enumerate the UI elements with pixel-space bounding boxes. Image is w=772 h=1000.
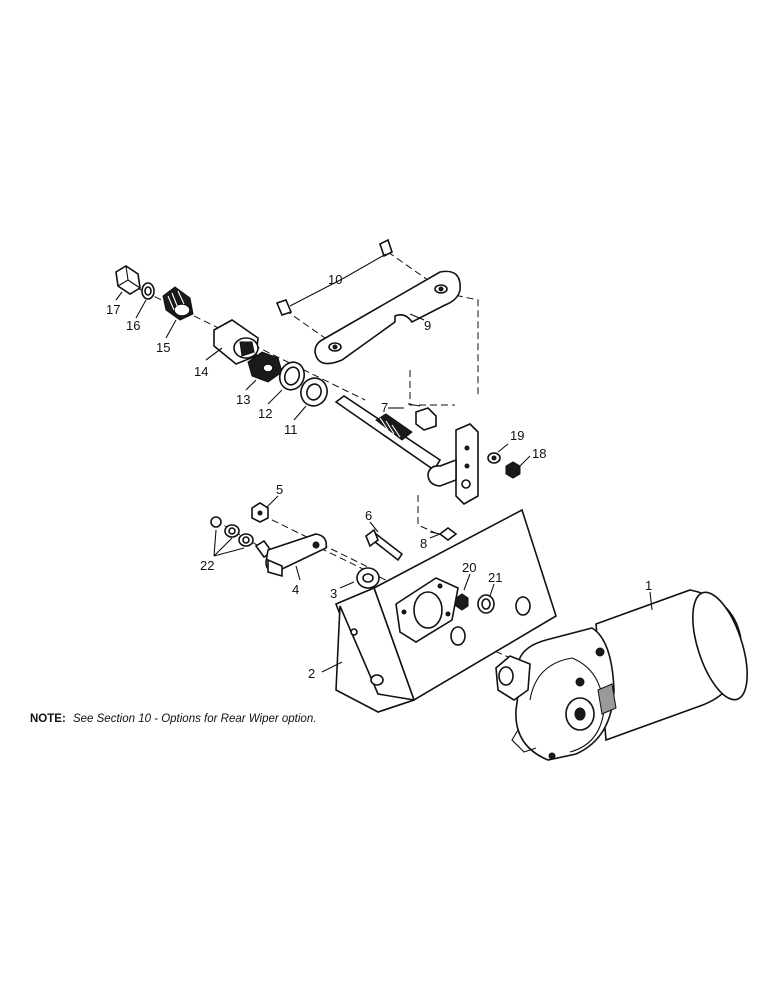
footnote: NOTE: See Section 10 - Options for Rear …	[30, 713, 316, 725]
part-21-bushing	[477, 594, 495, 614]
part-15-knurled-nut	[162, 286, 194, 321]
part-11-washer	[300, 377, 328, 407]
callout-2: 2	[308, 666, 315, 681]
part-14-bushing	[213, 319, 259, 365]
callout-12: 12	[258, 406, 272, 421]
part-4-bracket-strap	[265, 533, 328, 578]
callout-7: 7	[381, 400, 388, 415]
part-18-nut	[505, 461, 521, 479]
part-20-nut	[455, 593, 469, 611]
part-5-nut	[251, 502, 269, 523]
part-19-washer	[487, 452, 501, 464]
callout-13: 13	[236, 392, 250, 407]
callout-20: 20	[462, 560, 476, 575]
callout-9: 9	[424, 318, 431, 333]
callout-1: 1	[645, 578, 652, 593]
part-16-washer	[141, 282, 155, 300]
callout-4: 4	[292, 582, 299, 597]
part-1-wiper-motor	[495, 589, 748, 761]
callout-21: 21	[488, 570, 502, 585]
part-7-shaft-crank	[334, 395, 479, 505]
callout-8: 8	[420, 536, 427, 551]
callout-6: 6	[365, 508, 372, 523]
callout-numbers: 1 2 3 4 5 6 7 8 9 10 11 12 13 14 15 16 1…	[106, 272, 652, 681]
part-9-link-arm	[314, 270, 461, 365]
callout-17: 17	[106, 302, 120, 317]
callout-15: 15	[156, 340, 170, 355]
callout-18: 18	[532, 446, 546, 461]
part-8-screw	[429, 527, 458, 541]
callout-10: 10	[328, 272, 342, 287]
part-17-nut-cap	[115, 265, 141, 295]
callout-3: 3	[330, 586, 337, 601]
part-22-washers	[210, 516, 274, 559]
part-3-washer	[356, 567, 380, 589]
part-6-bolt	[365, 528, 404, 562]
callout-16: 16	[126, 318, 140, 333]
callout-5: 5	[276, 482, 283, 497]
callout-22: 22	[200, 558, 214, 573]
part-10-clip-top	[379, 238, 393, 258]
callout-14: 14	[194, 364, 208, 379]
part-12-washer	[278, 361, 306, 391]
footnote-text: See Section 10 - Options for Rear Wiper …	[73, 713, 316, 725]
footnote-label: NOTE:	[30, 713, 66, 725]
callout-19: 19	[510, 428, 524, 443]
leader-lines	[115, 253, 653, 673]
callout-11: 11	[284, 422, 298, 437]
part-10-clip-bottom	[275, 299, 293, 316]
